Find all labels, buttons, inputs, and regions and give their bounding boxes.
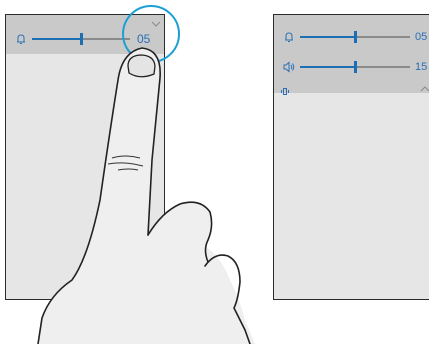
media-volume-value: 15 [415, 61, 428, 73]
chevron-down-icon[interactable] [151, 20, 161, 28]
ringer-volume-value: 05 [415, 31, 428, 43]
left-phone-screen: 05 [5, 14, 165, 300]
ringer-volume-row: 05 [274, 29, 429, 45]
media-volume-row: 15 [274, 59, 429, 75]
slider-thumb[interactable] [354, 61, 357, 73]
slider-fill [32, 38, 81, 40]
vibrate-icon[interactable] [280, 83, 290, 95]
volume-panel-expanded: 05 15 [274, 15, 429, 95]
volume-panel: 05 [6, 15, 164, 54]
bell-icon [282, 30, 296, 44]
ringer-volume-slider[interactable] [300, 30, 410, 44]
slider-thumb[interactable] [80, 33, 83, 45]
slider-fill [300, 36, 355, 38]
knuckle-outline [204, 254, 251, 344]
right-phone-screen: 05 15 [273, 14, 429, 300]
media-volume-slider[interactable] [300, 60, 410, 74]
speaker-icon [282, 60, 296, 74]
ringer-volume-slider[interactable] [32, 32, 130, 46]
chevron-up-icon[interactable] [420, 85, 429, 93]
slider-fill [300, 66, 355, 68]
ringer-volume-value: 05 [137, 32, 151, 46]
slider-thumb[interactable] [354, 31, 357, 43]
ringer-volume-row: 05 [6, 31, 164, 47]
bell-icon [14, 32, 28, 46]
